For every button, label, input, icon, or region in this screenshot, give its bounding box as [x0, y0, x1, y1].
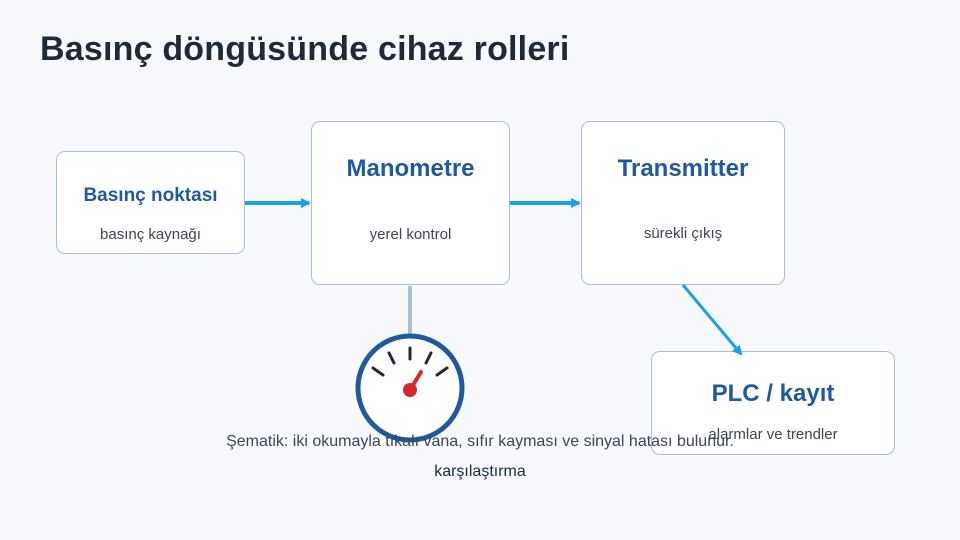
node-transmitter-sub: sürekli çıkış	[643, 225, 723, 242]
arrow-transmitter-to-plc	[681, 284, 743, 356]
node-manometer: Manometre yerel kontrol	[311, 121, 510, 285]
node-transmitter-label: Transmitter	[617, 155, 749, 182]
node-pressure-point-label: Basınç noktası	[83, 185, 218, 206]
node-manometer-sub: yerel kontrol	[369, 226, 452, 243]
diagram-caption-continued: karşılaştırma	[434, 463, 526, 480]
node-transmitter: Transmitter sürekli çıkış	[581, 121, 785, 285]
node-pressure-point: Basınç noktası basınç kaynağı	[56, 151, 245, 254]
diagram-caption: Şematik: iki okumayla tıkalı vana, sıfır…	[226, 433, 734, 450]
pressure-gauge-icon	[355, 333, 465, 443]
node-manometer-label: Manometre	[346, 155, 475, 182]
node-pressure-point-sub: basınç kaynağı	[100, 226, 201, 243]
node-plc: PLC / kayıt alarmlar ve trendler	[651, 351, 895, 455]
page-title: Basınç döngüsünde cihaz rolleri	[40, 30, 570, 68]
node-plc-label: PLC / kayıt	[711, 380, 835, 407]
node-plc-sub: alarmlar ve trendler	[708, 426, 838, 443]
